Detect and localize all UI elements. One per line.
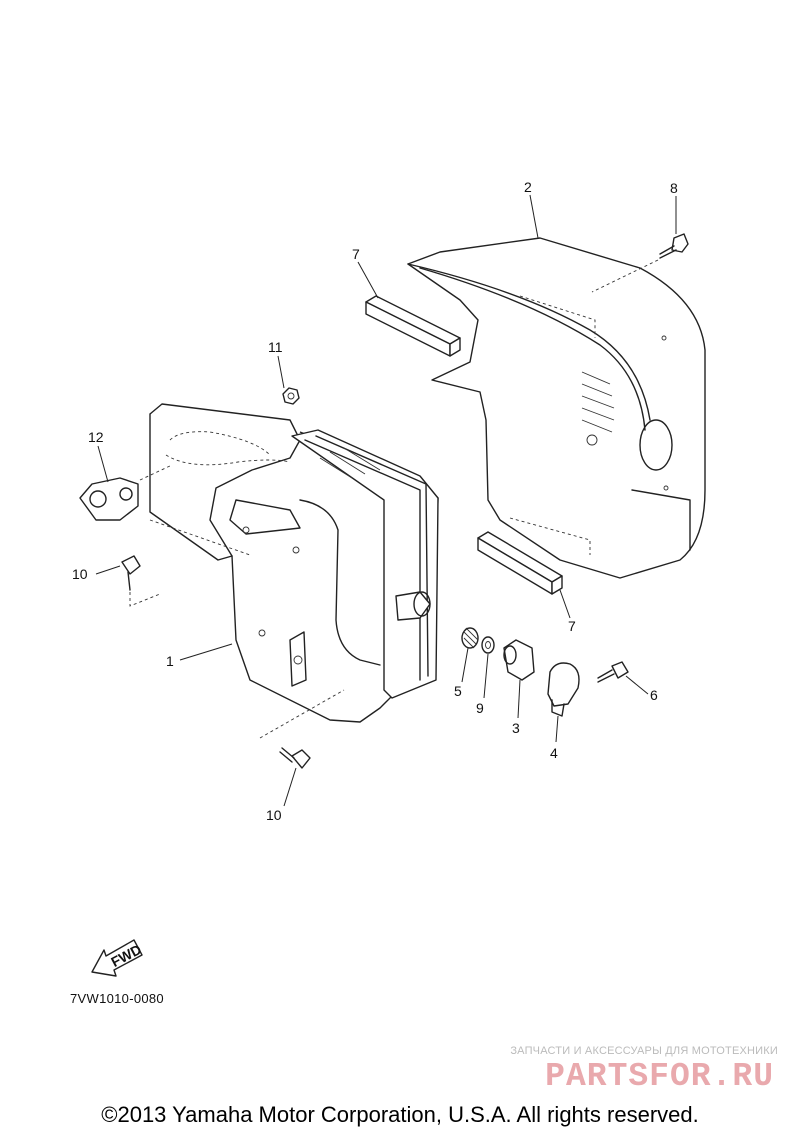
callout-7-upper: 7 [352,246,360,262]
collar-part-3 [503,639,535,681]
callout-1: 1 [166,653,174,669]
copyright-notice: ©2013 Yamaha Motor Corporation, U.S.A. A… [101,1102,699,1127]
fwd-arrow-icon: FWD [91,939,144,977]
muffler-cover-part-2 [407,237,706,579]
washer-part-9 [481,636,495,654]
gasket-part-12 [79,477,139,521]
callout-11: 11 [268,339,283,355]
callout-4: 4 [550,745,558,761]
callout-2: 2 [524,179,532,195]
clamp-part-4 [547,662,580,717]
callout-6: 6 [650,687,658,703]
watermark-tagline: ЗАПЧАСТИ И АКСЕССУАРЫ ДЛЯ МОТОТЕХНИКИ [510,1045,778,1057]
bolt-part-10-upper [121,555,161,607]
callout-9: 9 [476,700,484,716]
leader-lines [95,194,677,807]
callout-8: 8 [670,180,678,196]
callout-12: 12 [88,429,104,445]
callout-3: 3 [512,720,520,736]
bolt-part-10-lower [259,689,345,769]
muffler-body-part-1 [139,403,439,723]
callout-10-upper: 10 [72,566,88,582]
rubber-strip-part-7-lower [477,531,563,595]
callout-10-lower: 10 [266,807,282,823]
bolt-part-6 [597,661,629,683]
rubber-strip-part-7-upper [365,295,461,357]
spark-arrester-screen-part-5 [461,627,479,649]
diagram-code: 7VW1010-0080 [70,991,164,1006]
callout-5: 5 [454,683,462,699]
screw-part-8 [591,233,689,293]
watermark-logo: PARTSFOR.RU [545,1058,774,1095]
callout-7-lower: 7 [568,618,576,634]
nut-part-11 [282,387,300,405]
